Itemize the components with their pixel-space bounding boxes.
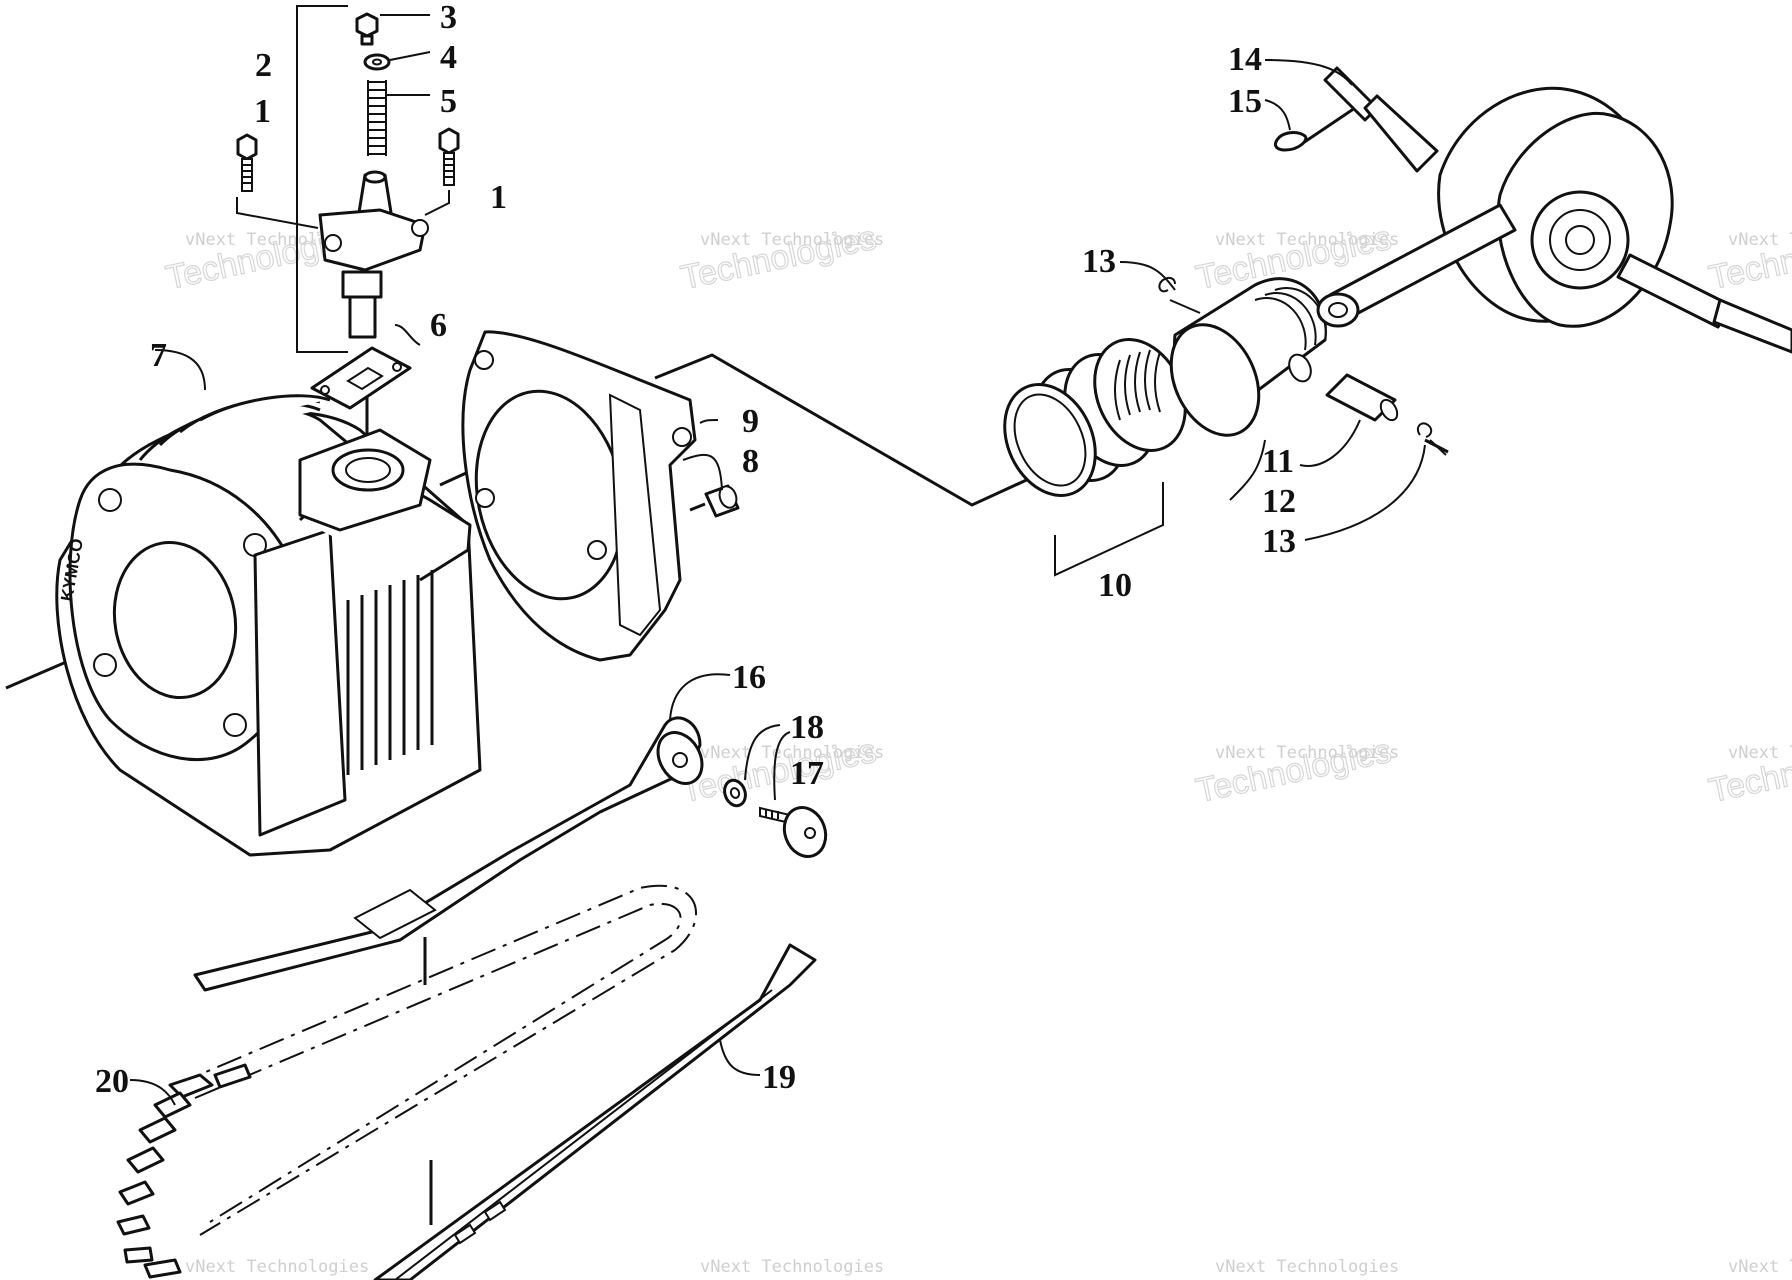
callout-4: 4 [440,39,457,76]
callout-3: 3 [440,0,457,36]
watermark-text: vNext Technologies [1728,1257,1792,1277]
callout-12: 12 [1262,483,1296,520]
callout-13: 13 [1262,523,1296,560]
callout-6: 6 [430,307,447,344]
callout-5: 5 [440,83,457,120]
watermark-text: vNext Technologies [700,1257,884,1277]
tensioner-spring [367,80,387,156]
guide-pivot-bolt [759,806,828,858]
bracket-tensioner-assembly [296,5,348,353]
callout-15: 15 [1228,83,1262,120]
tensioner-body [318,170,429,339]
guide-pivot-washer [723,778,747,808]
bracket-piston-rings [1054,482,1164,577]
piston-pin-circlip [1158,276,1201,314]
piston-pin-circlip [1416,422,1447,456]
watermark-text: vNext Technologies [1728,743,1792,763]
watermark: vNext Technologies [1728,1257,1792,1277]
callout-10: 10 [1098,567,1132,604]
callout-13: 13 [1082,243,1116,280]
callout-2: 2 [255,47,272,84]
mounting-bolt [438,127,460,186]
watermark: vNext Technologies [1215,1257,1399,1277]
piston [1169,277,1327,437]
chain-tensioner-guide [193,716,704,992]
watermark: vNext Technologies Technologies [1705,731,1792,811]
callout-14: 14 [1228,41,1262,78]
watermark: vNext Technologies Technologies [1192,731,1399,811]
cam-chain [116,884,697,1279]
piston-pin [1325,373,1399,422]
watermark-text: vNext Technologies [700,230,884,250]
callout-17: 17 [790,755,824,792]
callout-18: 18 [790,709,824,746]
callout-labels: 3 2 4 5 1 1 6 7 9 8 13 11 12 13 10 14 15… [95,0,1296,1100]
dowel-pin [704,484,740,518]
watermark: vNext Technologies Technologies [677,218,884,298]
callout-7: 7 [150,337,167,374]
watermark: vNext Technologies [185,1257,369,1277]
watermark-text: vNext Technologies [700,743,884,763]
crankshaft [1316,66,1792,354]
tensioner-washer [363,53,391,71]
watermark-text: vNext Technologies [1728,230,1792,250]
callout-9: 9 [742,403,759,440]
leader-lines [129,14,1426,1106]
callout-20: 20 [95,1063,129,1100]
callout-16: 16 [732,659,766,696]
callout-8: 8 [742,443,759,480]
watermark: vNext Technologies [700,1257,884,1277]
woodruff-key [1273,131,1308,152]
watermark-text: vNext Technologies [1215,743,1399,763]
tensioner-bolt [355,12,379,46]
watermark-text: vNext Technologies [1215,1257,1399,1277]
callout-19: 19 [762,1059,796,1096]
watermark-text: vNext Technologies [185,1257,369,1277]
chain-guide [373,943,817,1280]
cylinder-head-gasket [461,330,697,662]
watermark-text: vNext Technologies [1215,230,1399,250]
tensioner-gasket [310,346,412,410]
piston-ring-set [1003,338,1187,497]
watermark: vNext Technologies Technologies [1705,218,1792,298]
mounting-bolt [236,133,258,192]
callout-11: 11 [1262,443,1294,480]
cylinder-block: KYMCO [55,394,482,857]
callout-1: 1 [490,179,507,216]
callout-1: 1 [254,93,271,130]
watermark: vNext Technologies Technologies [677,731,884,811]
